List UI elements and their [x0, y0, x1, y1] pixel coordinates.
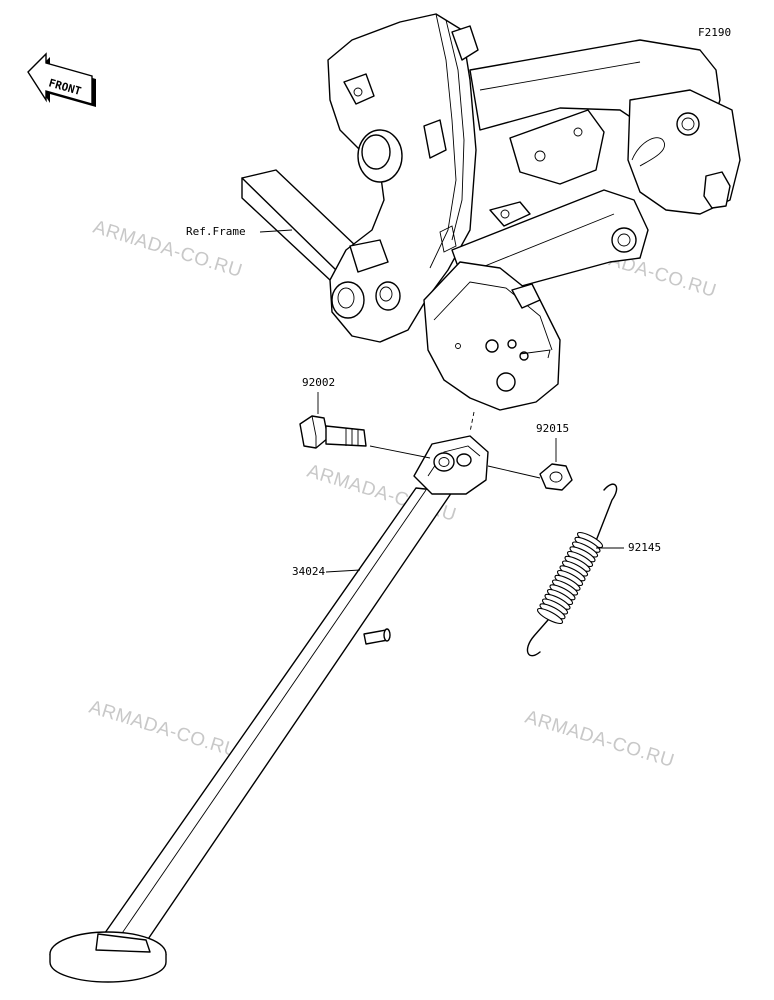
watermark-4: ARMADA-CO.RU [87, 697, 241, 762]
side-stand-drawing [49, 435, 489, 983]
figure-code: F2190 [698, 26, 731, 39]
frame-drawing [241, 13, 741, 433]
label-34024: 34024 [292, 565, 325, 578]
spring-drawing [526, 483, 618, 657]
spring-coil [536, 607, 564, 625]
watermark-5: ARMADA-CO.RU [523, 707, 677, 772]
bolt-drawing [299, 415, 431, 459]
nut-drawing [487, 463, 573, 491]
label-92015: 92015 [536, 422, 569, 435]
front-arrow-icon: FRONT [27, 52, 96, 107]
label-92002: 92002 [302, 376, 335, 389]
labels: Ref.Frame 92002 92015 92145 34024 [186, 225, 661, 578]
label-92145: 92145 [628, 541, 661, 554]
label-ref-frame: Ref.Frame [186, 225, 246, 238]
